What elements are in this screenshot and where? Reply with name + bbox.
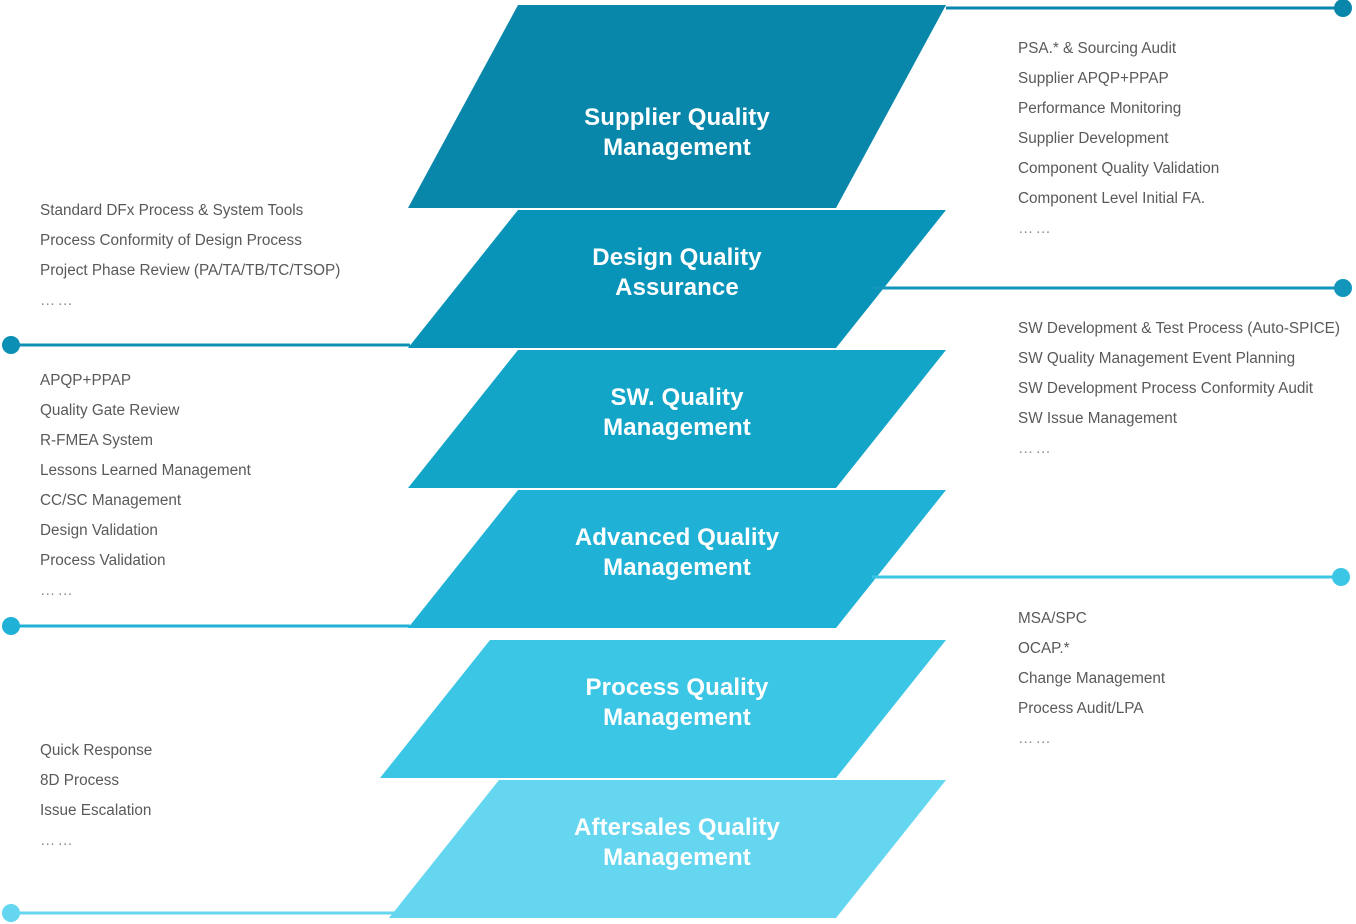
note-item-ellipsis: …… xyxy=(40,582,75,599)
note-item: Quick Response xyxy=(40,742,153,759)
connector-dot-left-design[interactable] xyxy=(2,336,20,354)
note-item-ellipsis: …… xyxy=(40,832,75,849)
note-item: Component Quality Validation xyxy=(1018,160,1220,177)
note-item: Performance Monitoring xyxy=(1018,100,1182,117)
connector-dot-right-sw[interactable] xyxy=(1334,279,1352,297)
note-item: R-FMEA System xyxy=(40,432,154,449)
note-item: Supplier APQP+PPAP xyxy=(1018,70,1169,87)
note-item: Process Audit/LPA xyxy=(1018,700,1144,717)
connector-left-advanced xyxy=(2,617,410,635)
note-item: Process Validation xyxy=(40,552,166,569)
note-item: SW Development & Test Process (Auto-SPIC… xyxy=(1018,320,1340,337)
note-list-supplier: PSA.* & Sourcing Audit Supplier APQP+PPA… xyxy=(1018,34,1219,244)
note-item: Component Level Initial FA. xyxy=(1018,190,1206,207)
note-item: OCAP.* xyxy=(1018,640,1070,657)
note-item: Design Validation xyxy=(40,522,158,539)
note-item-ellipsis: …… xyxy=(1018,220,1053,237)
note-list-aftersales: Quick Response 8D Process Issue Escalati… xyxy=(40,736,152,856)
layer-shape-sw[interactable] xyxy=(408,350,946,488)
note-item: Lessons Learned Management xyxy=(40,462,251,479)
note-item-ellipsis: …… xyxy=(1018,440,1053,457)
connector-right-process xyxy=(872,568,1350,586)
note-item: Quality Gate Review xyxy=(40,402,180,419)
note-list-sw: SW Development & Test Process (Auto-SPIC… xyxy=(1018,314,1340,464)
note-item: Issue Escalation xyxy=(40,802,152,819)
note-item: Project Phase Review (PA/TA/TB/TC/TSOP) xyxy=(40,262,341,279)
note-list-process: MSA/SPC OCAP.* Change Management Process… xyxy=(1018,604,1165,754)
note-item: Change Management xyxy=(1018,670,1166,687)
layer-shape-advanced[interactable] xyxy=(408,490,946,628)
layer-shape-aftersales[interactable] xyxy=(389,780,946,918)
connector-dot-left-advanced[interactable] xyxy=(2,617,20,635)
connector-left-aftersales xyxy=(2,904,420,922)
note-item: Process Conformity of Design Process xyxy=(40,232,302,249)
note-item: APQP+PPAP xyxy=(40,372,132,389)
note-item: SW Quality Management Event Planning xyxy=(1018,350,1296,367)
connector-dot-left-aftersales[interactable] xyxy=(2,904,20,922)
note-list-design: Standard DFx Process & System Tools Proc… xyxy=(40,196,340,316)
connector-dot-right-process[interactable] xyxy=(1332,568,1350,586)
note-item: 8D Process xyxy=(40,772,120,789)
connector-right-sw xyxy=(872,279,1352,297)
note-list-advanced: APQP+PPAP Quality Gate Review R-FMEA Sys… xyxy=(40,366,251,606)
connector-left-design xyxy=(2,336,410,354)
layer-shape-supplier[interactable] xyxy=(408,5,946,208)
note-item: Supplier Development xyxy=(1018,130,1169,147)
layer-shape-process[interactable] xyxy=(380,640,946,778)
note-item: MSA/SPC xyxy=(1018,610,1087,627)
note-item: CC/SC Management xyxy=(40,492,182,509)
note-item-ellipsis: …… xyxy=(40,292,75,309)
connector-dot-right-supplier[interactable] xyxy=(1334,0,1352,17)
note-item: SW Development Process Conformity Audit xyxy=(1018,380,1314,397)
note-item: PSA.* & Sourcing Audit xyxy=(1018,40,1177,57)
layer-shape-design[interactable] xyxy=(408,210,946,348)
note-item: Standard DFx Process & System Tools xyxy=(40,202,304,219)
connector-right-supplier xyxy=(946,0,1352,17)
note-item-ellipsis: …… xyxy=(1018,730,1053,747)
note-item: SW Issue Management xyxy=(1018,410,1177,427)
